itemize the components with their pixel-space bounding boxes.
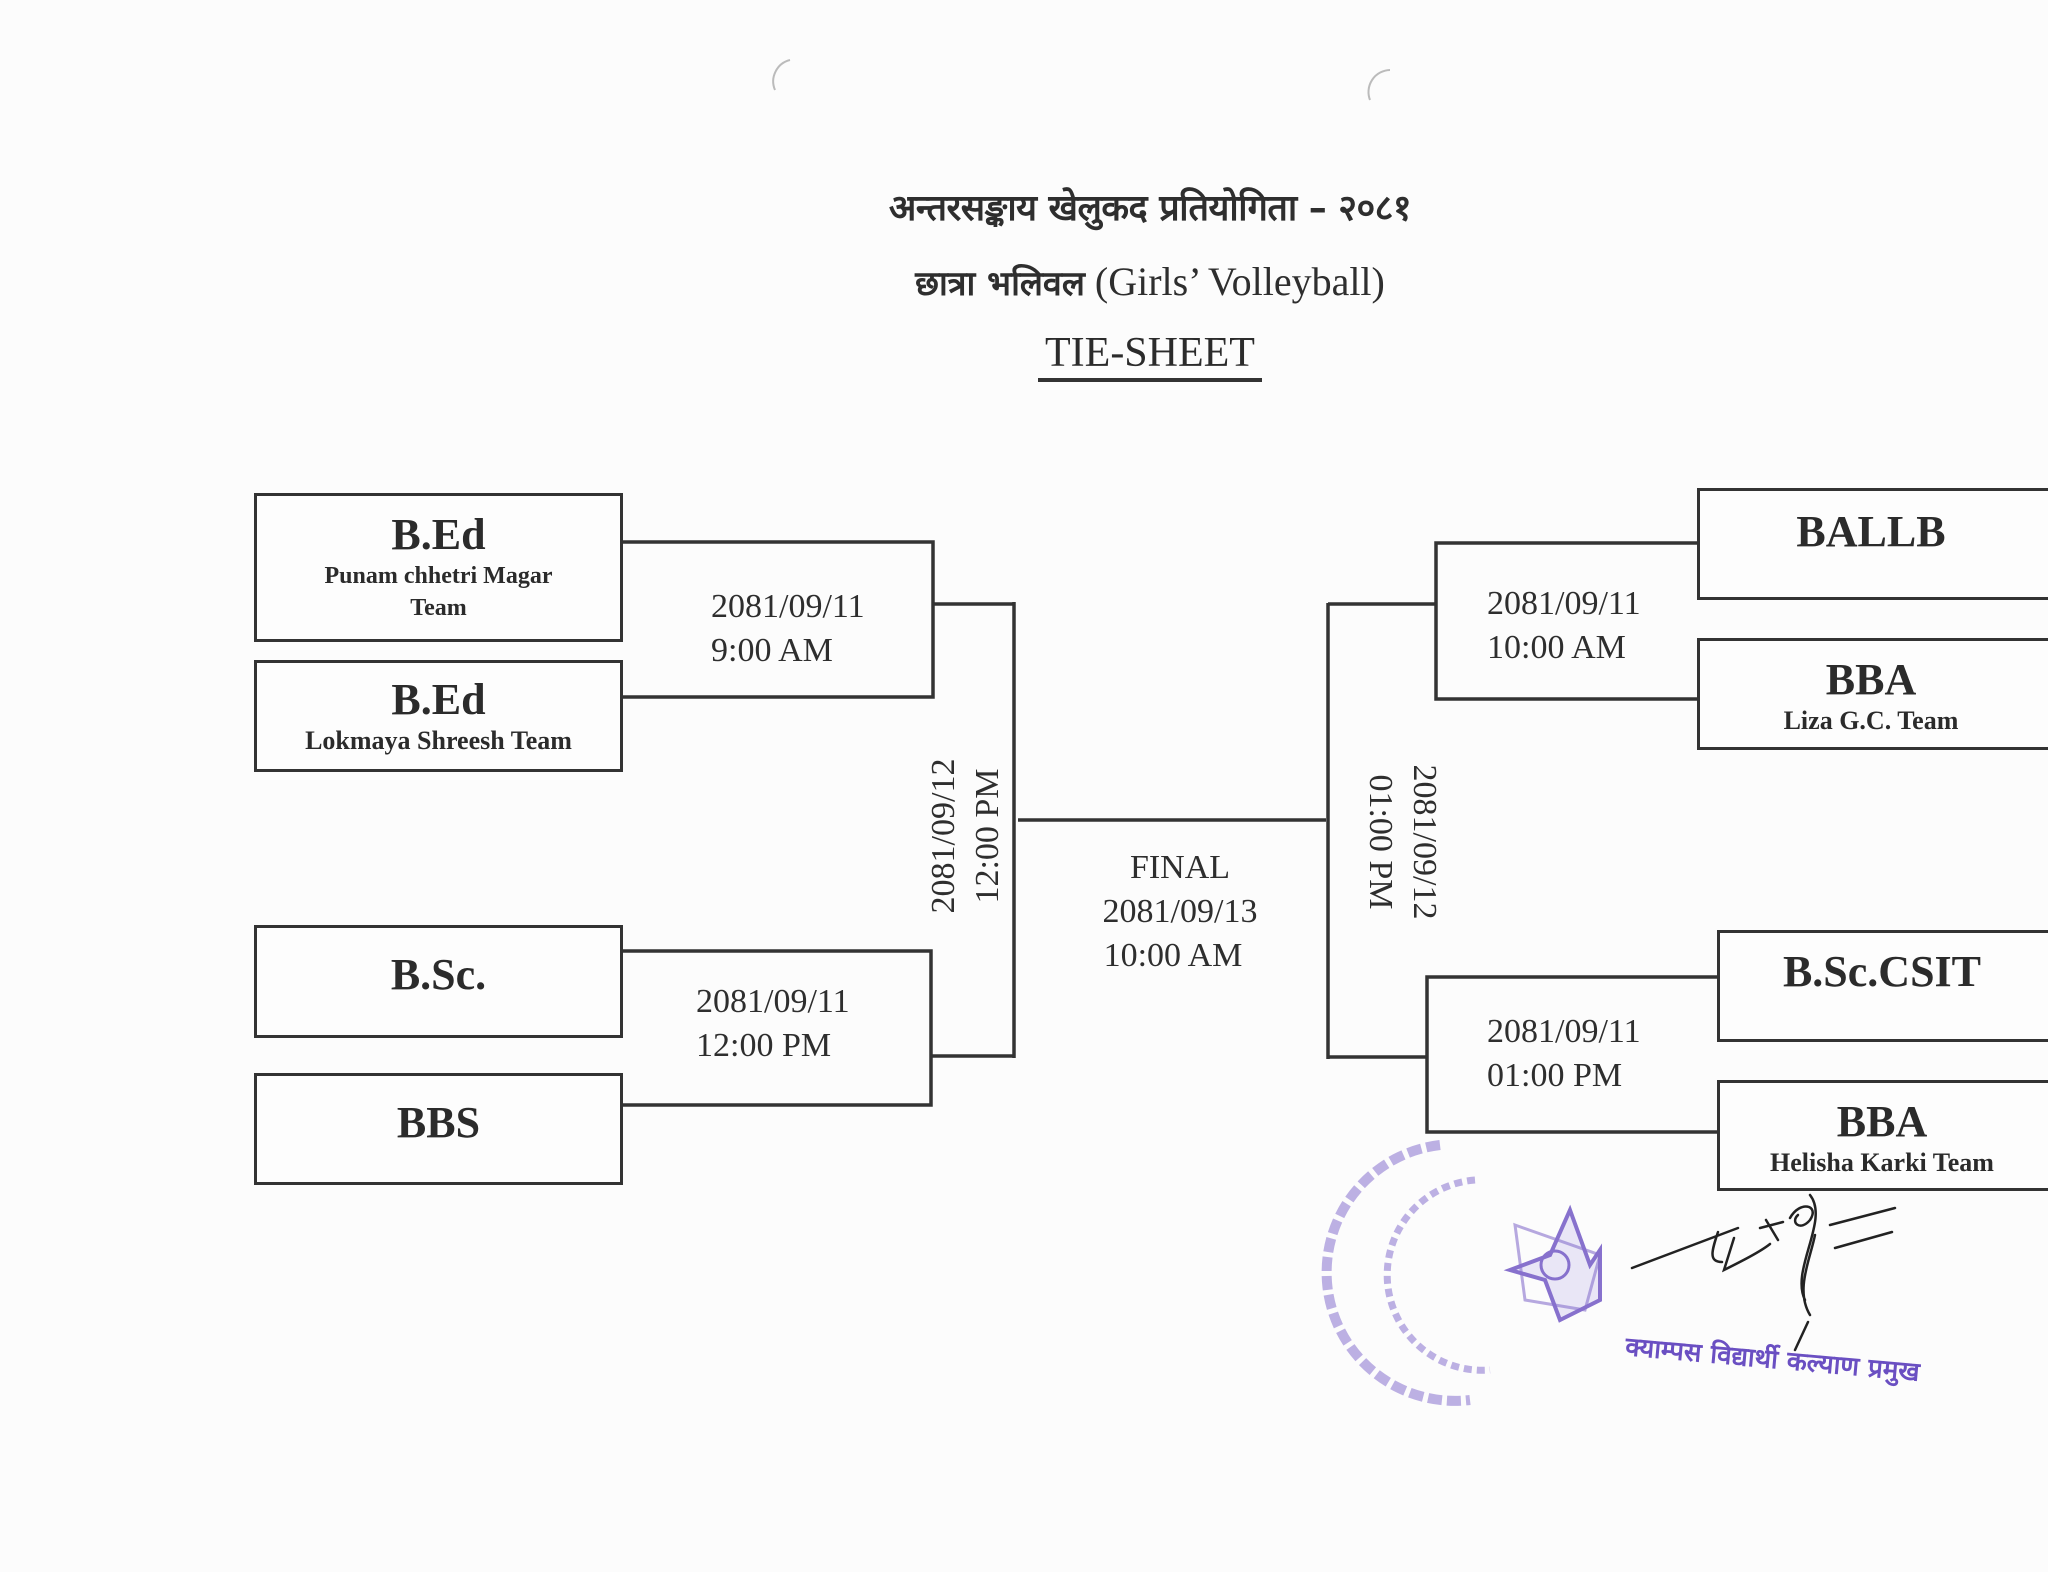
left-qf2-connector [621, 949, 933, 1107]
final-label: FINAL [1129, 849, 1231, 886]
tie-sheet-heading: TIE-SHEET [1038, 330, 1262, 382]
match-left-qf2: 2081/09/11 12:00 PM [696, 980, 850, 1068]
team-name: BBA [1836, 1097, 1928, 1146]
team-name: BBA [1825, 655, 1917, 704]
team-name: BBS [396, 1098, 481, 1147]
match-time: 10:00 AM [1487, 629, 1626, 666]
team-box-bbs: BBS [254, 1073, 623, 1185]
team-name: B.Ed [391, 675, 486, 724]
team-name: B.Sc.CSIT [1782, 947, 1982, 996]
stamp-star-icon [1503, 1204, 1602, 1323]
match-time: 01:00 PM [1487, 1057, 1623, 1094]
match-time: 01:00 PM [1362, 774, 1399, 910]
team-box-ballb: BALLB [1697, 488, 2048, 600]
right-qf1-connector [1434, 541, 1697, 701]
match-time: 12:00 PM [969, 768, 1006, 904]
subtitle-english: (Girls’ Volleyball) [1094, 259, 1385, 304]
event-title: अन्तरसङ्काय खेलुकद प्रतियोगिता – २०८१ [888, 188, 1412, 229]
match-right-qf1: 2081/09/11 10:00 AM [1487, 582, 1641, 670]
team-sub: Liza G.C. Team [1783, 706, 1959, 735]
match-date: 2081/09/11 [696, 983, 850, 1020]
team-name: B.Ed [391, 510, 486, 559]
team-name: B.Sc. [390, 950, 487, 999]
subtitle-nepali: छात्रा भलिवल [915, 264, 1085, 304]
match-date: 2081/09/11 [711, 588, 865, 625]
team-sub: Punam chhetri Magar Team [324, 563, 553, 621]
event-subtitle: छात्रा भलिवल (Girls’ Volleyball) [0, 258, 2048, 305]
official-stamp [1321, 1140, 1602, 1406]
team-box-bba-helisha: BBA Helisha Karki Team [1717, 1080, 2048, 1191]
match-date: 2081/09/13 [1102, 893, 1258, 930]
team-box-bed-lokmaya: B.Ed Lokmaya Shreesh Team [254, 660, 623, 772]
match-right-semifinal: 2081/09/12 01:00 PM [1358, 742, 1446, 942]
right-qf2-connector [1425, 975, 1717, 1134]
team-sub: Lokmaya Shreesh Team [305, 726, 572, 755]
match-left-semifinal: 2081/09/12 12:00 PM [922, 736, 1010, 936]
match-right-qf2: 2081/09/11 01:00 PM [1487, 1010, 1641, 1098]
team-box-bed-punam: B.Ed Punam chhetri Magar Team [254, 493, 623, 642]
match-date: 2081/09/12 [925, 758, 962, 914]
punch-hole-mark [1367, 69, 1391, 101]
team-box-bba-liza: BBA Liza G.C. Team [1697, 638, 2048, 750]
match-left-qf1: 2081/09/11 9:00 AM [711, 585, 865, 673]
match-date: 2081/09/11 [1487, 1013, 1641, 1050]
match-time: 12:00 PM [696, 1027, 832, 1064]
match-time: 9:00 AM [711, 632, 833, 669]
punch-hole-mark [772, 59, 791, 91]
left-qf1-connector [621, 540, 935, 699]
team-box-bsc: B.Sc. [254, 925, 623, 1038]
team-sub: Helisha Karki Team [1770, 1148, 1994, 1177]
match-date: 2081/09/11 [1487, 585, 1641, 622]
team-box-bsc-csit: B.Sc.CSIT [1717, 930, 2048, 1042]
match-time: 10:00 AM [1103, 937, 1243, 974]
signature [1630, 1193, 1897, 1352]
match-final: FINAL 2081/09/13 10:00 AM [1070, 846, 1290, 978]
team-name: BALLB [1796, 507, 1946, 556]
match-date: 2081/09/12 [1406, 764, 1443, 920]
